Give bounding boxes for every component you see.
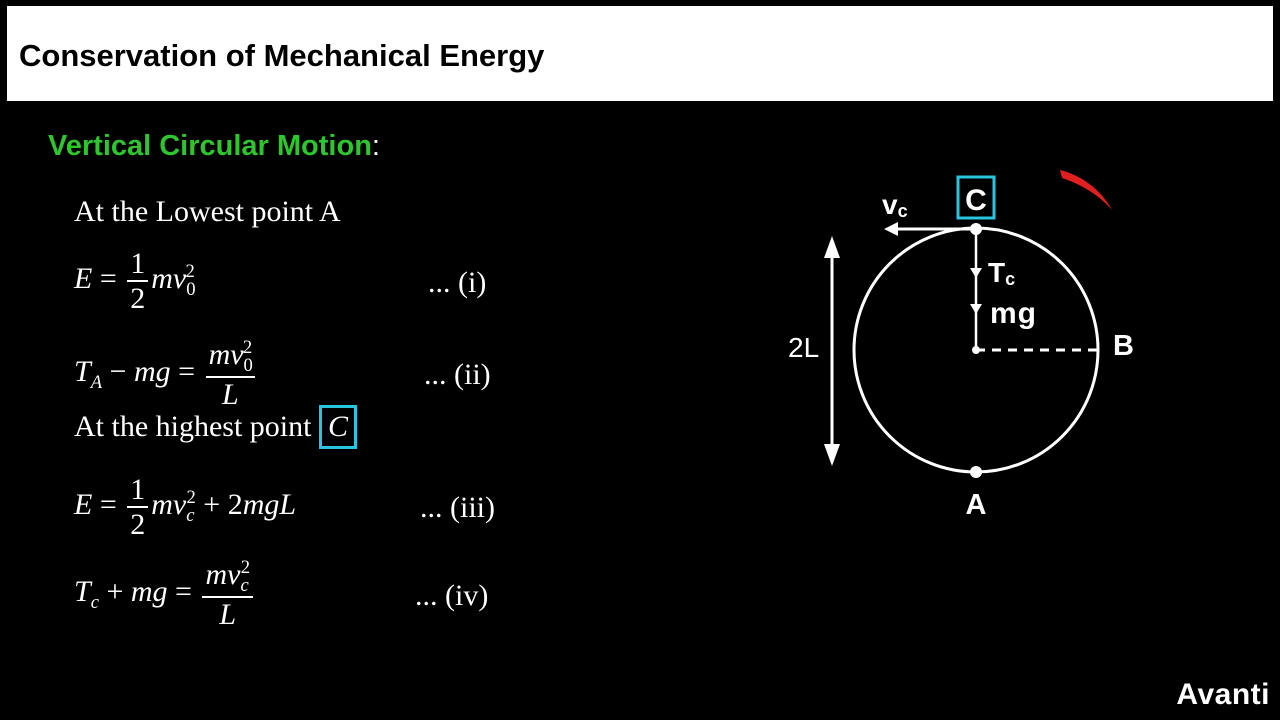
height-label: 2L xyxy=(788,332,819,363)
pointer-mark xyxy=(1060,170,1112,210)
title-bar: Conservation of Mechanical Energy xyxy=(7,6,1273,101)
velocity-label: vc xyxy=(882,189,908,221)
velocity-symbol: v xyxy=(882,189,898,220)
tension-subscript: c xyxy=(1005,269,1015,289)
equation-tag-ii: ... (ii) xyxy=(424,358,491,391)
highest-point-label: At the highest point C xyxy=(74,405,357,449)
section-heading-text: Vertical Circular Motion xyxy=(48,130,372,162)
tension-symbol: T xyxy=(988,257,1005,288)
lowest-point-label: At the Lowest point A xyxy=(74,195,341,228)
avanti-logo: Avanti xyxy=(1176,678,1270,711)
bottom-point-dot xyxy=(970,466,982,478)
highest-point-text: At the highest point xyxy=(74,410,312,443)
weight-label: mg xyxy=(990,297,1037,330)
tension-label: Tc xyxy=(988,257,1015,289)
height-arrow-top xyxy=(824,236,840,258)
equation-tag-iv: ... (iv) xyxy=(415,579,489,612)
point-c-label: C xyxy=(965,184,987,217)
highest-point-box: C xyxy=(318,405,357,449)
weight-arrowhead xyxy=(970,304,982,314)
point-b-label: B xyxy=(1113,330,1134,362)
page-title: Conservation of Mechanical Energy xyxy=(19,38,545,73)
point-a-label: A xyxy=(966,489,987,521)
section-heading-colon: : xyxy=(371,130,380,162)
tension-arrowhead xyxy=(970,268,982,278)
velocity-arrowhead xyxy=(884,222,898,236)
height-arrow-bottom xyxy=(824,444,840,466)
equation-tag-iii: ... (iii) xyxy=(420,491,495,524)
velocity-subscript: c xyxy=(898,201,908,221)
section-heading: Vertical Circular Motion: xyxy=(48,130,380,163)
equation-tag-i: ... (i) xyxy=(428,266,487,299)
point-c-box xyxy=(956,175,996,220)
